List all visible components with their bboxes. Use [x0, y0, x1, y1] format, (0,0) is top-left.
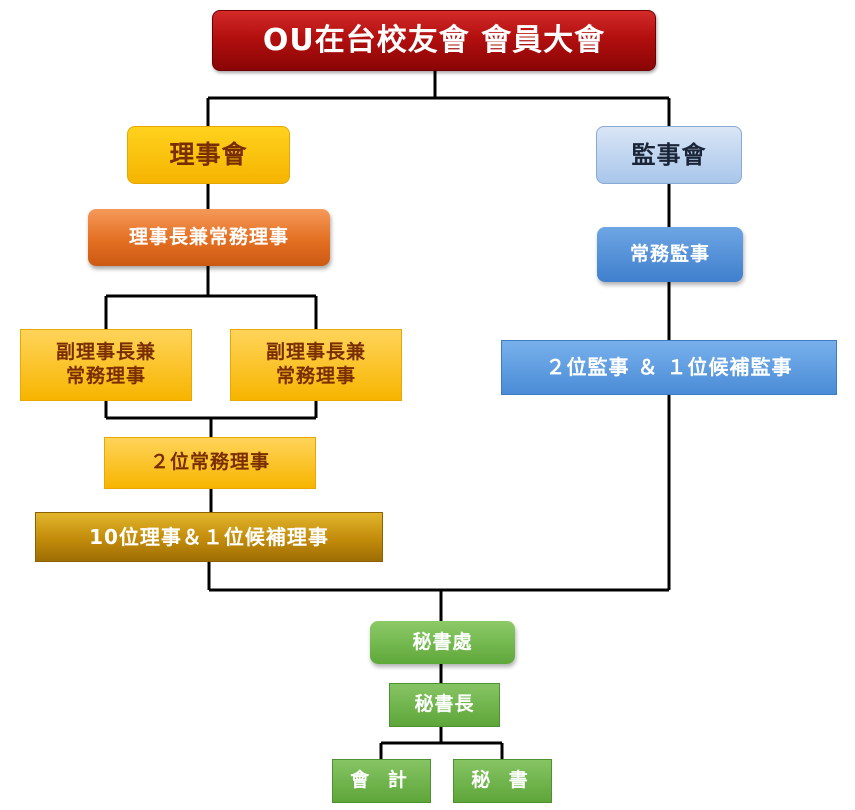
vice-chairman-box-right: 副理事長兼 常務理事 [230, 329, 402, 401]
standing-directors-box: ２位常務理事 [104, 437, 316, 489]
chairman-box: 理事長兼常務理事 [88, 209, 330, 266]
vice-chairman-box-left: 副理事長兼 常務理事 [20, 329, 192, 401]
accounting-box: 會 計 [332, 759, 431, 803]
secretary-general-box: 秘書長 [389, 683, 500, 727]
board-of-directors-box: 理事會 [127, 126, 290, 184]
supervisory-board-box: 監事會 [596, 126, 742, 184]
directors-box: 10位理事＆１位候補理事 [35, 512, 383, 562]
secretary-box: 秘 書 [453, 759, 552, 803]
general-assembly-box: OU在台校友會 會員大會 [212, 10, 656, 71]
standing-supervisor-box: 常務監事 [597, 227, 743, 282]
supervisors-box: ２位監事 ＆ １位候補監事 [501, 340, 837, 395]
secretariat-box: 秘書處 [370, 621, 515, 664]
